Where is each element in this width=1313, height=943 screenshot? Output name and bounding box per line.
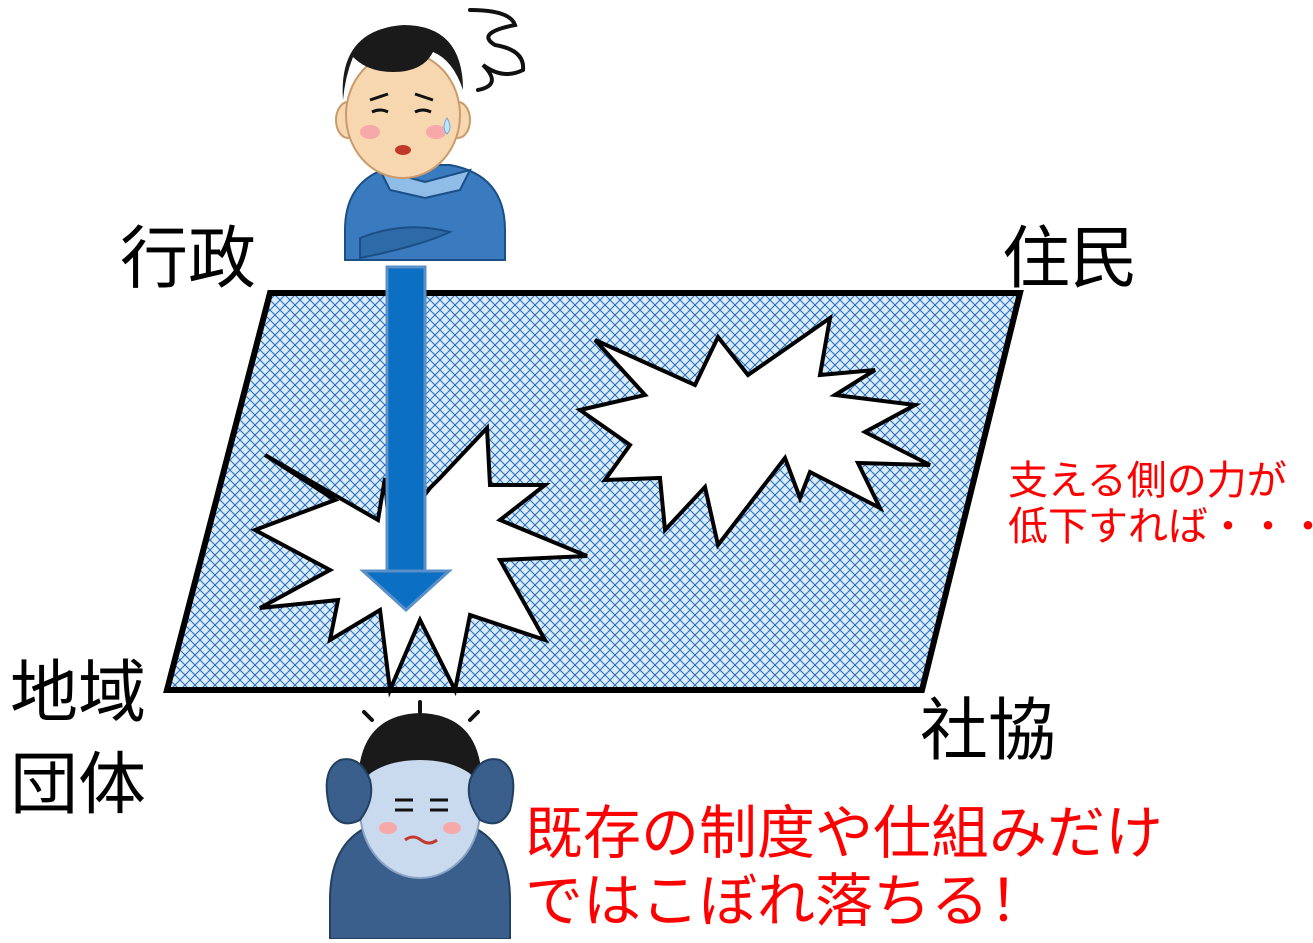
hole-burst-icon bbox=[575, 313, 931, 550]
caption-line2: ではこぼれ落ちる！ bbox=[525, 866, 1048, 935]
safety-net-plane bbox=[163, 290, 1024, 693]
warning-note-line1: 支える側の力が bbox=[1008, 458, 1287, 504]
worried-man-icon bbox=[335, 8, 526, 261]
warning-note: 支える側の力が 低下すれば・・・ bbox=[1008, 458, 1313, 550]
label-gyosei: 行政 bbox=[120, 220, 257, 299]
caption-line1: 既存の制度や仕組みだけ bbox=[525, 799, 1164, 867]
distressed-man-icon bbox=[325, 700, 515, 940]
label-chiiki-dantai-line2: 団体 bbox=[10, 746, 147, 825]
label-chiiki-dantai-line1: 地域 bbox=[10, 654, 147, 733]
fall-through-caption: 既存の制度や仕組みだけ ではこぼれ落ちる！ bbox=[525, 799, 1164, 936]
label-jumin: 住民 bbox=[1002, 220, 1139, 299]
warning-note-line2: 低下すれば・・・ bbox=[1008, 504, 1313, 550]
down-arrow-icon bbox=[359, 265, 453, 613]
label-shakyo: 社協 bbox=[920, 692, 1057, 771]
